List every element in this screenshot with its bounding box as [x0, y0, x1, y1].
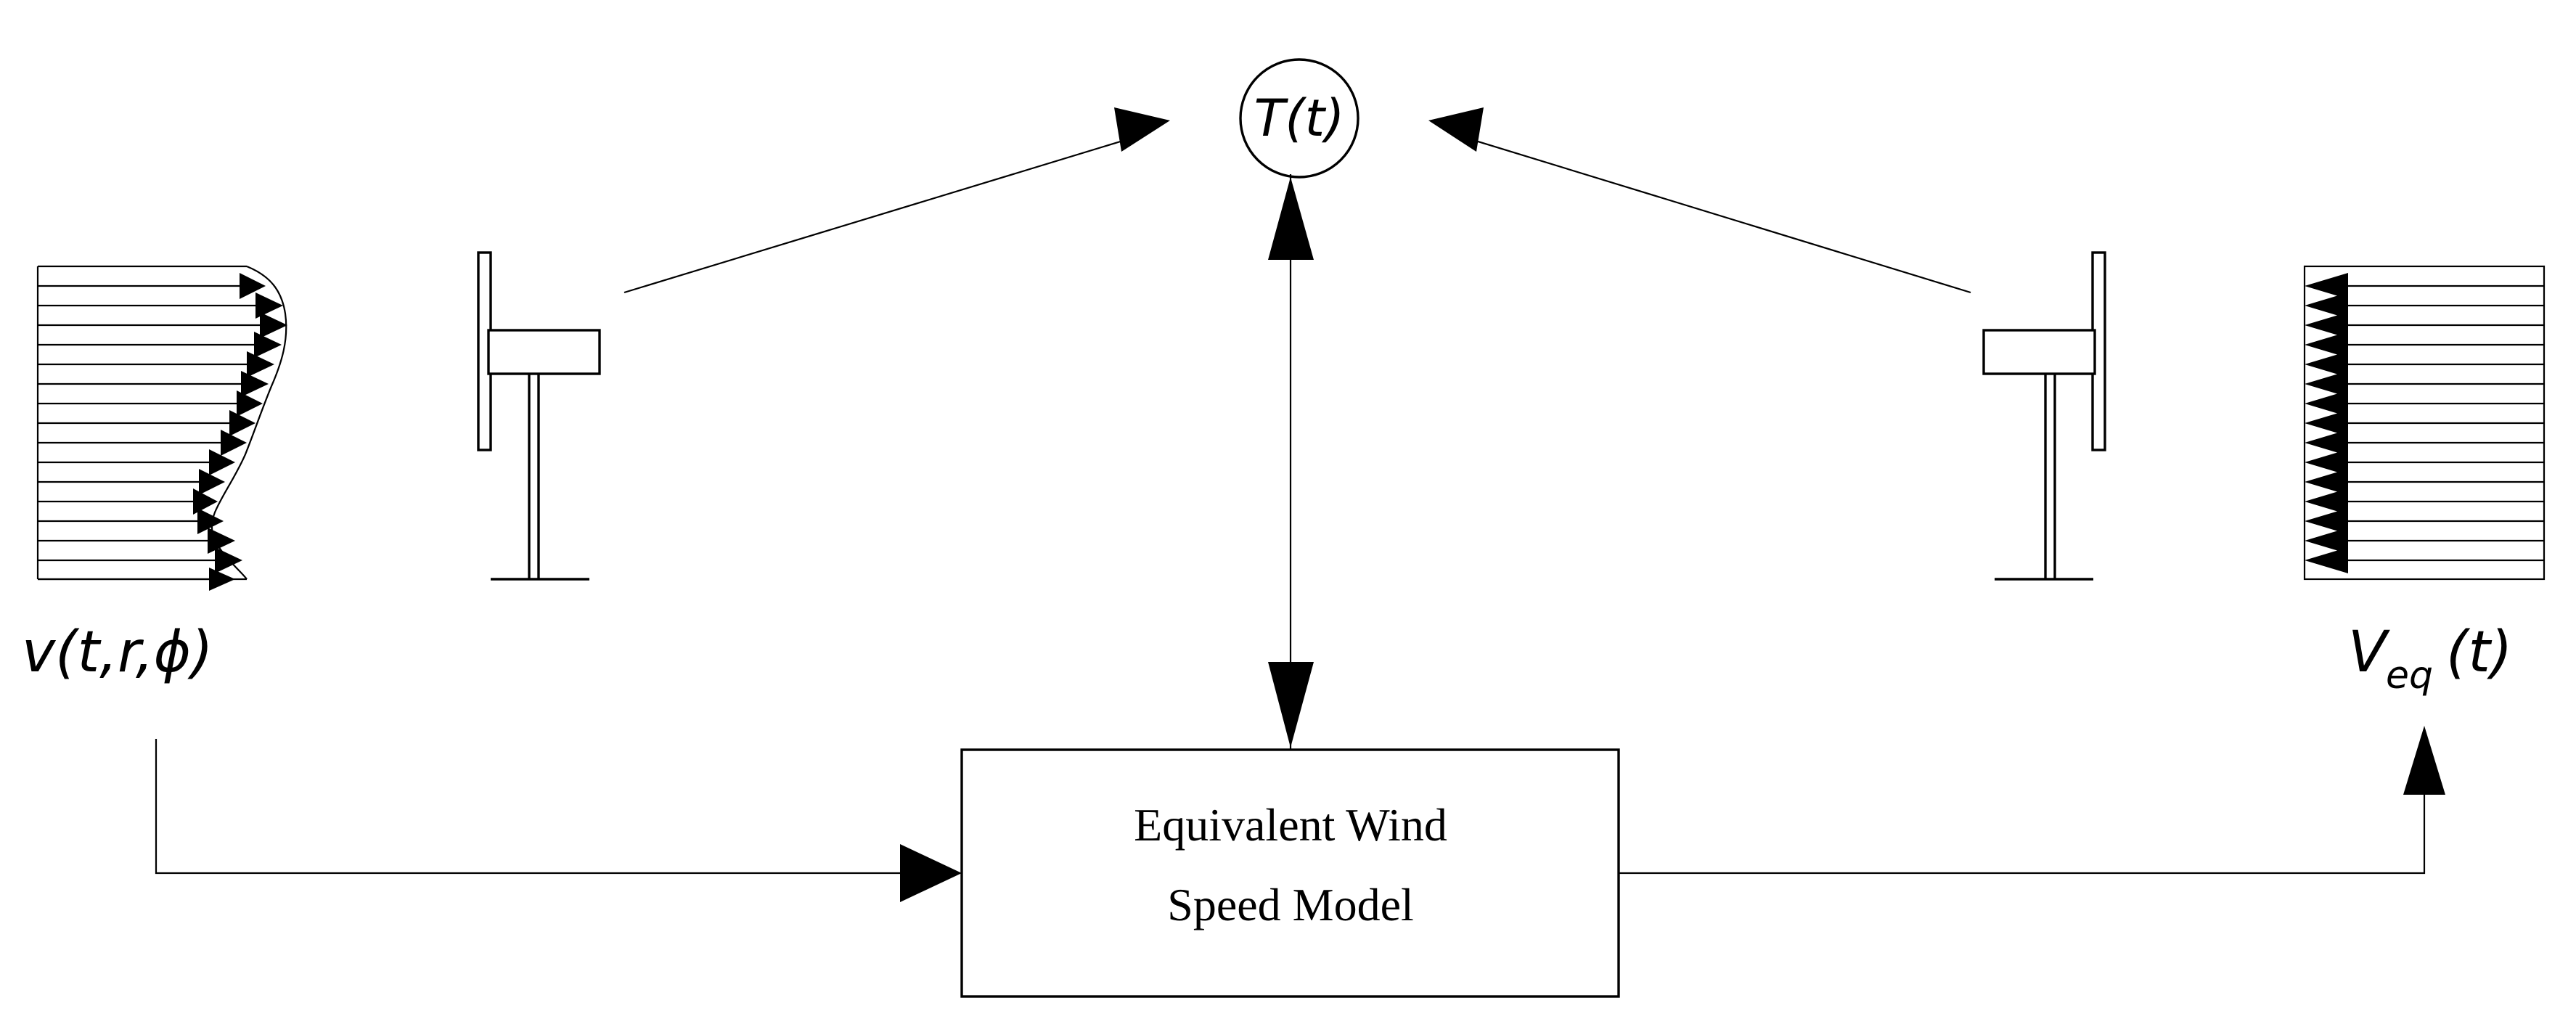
connector-line: [155, 739, 911, 875]
wind-arrow-head: [260, 312, 287, 338]
turbine-nacelle-icon: [1982, 329, 2096, 375]
connector-line: [1465, 136, 1971, 294]
wind-arrow-head: [2305, 488, 2348, 515]
torque-node[interactable]: T(t): [1239, 58, 1359, 179]
arrow-head-down: [1268, 662, 1314, 748]
wind-arrow-head: [2305, 332, 2348, 358]
wind-arrow-head: [241, 371, 269, 397]
left-profile-arrows: [38, 273, 287, 591]
wind-arrow-head: [221, 430, 247, 456]
arrow-head-up: [2403, 726, 2445, 795]
arrow-head: [1114, 107, 1170, 152]
wind-arrow-head: [197, 508, 224, 534]
right-profile-label-subscript: eq: [2386, 654, 2433, 697]
turbine-nacelle-icon: [487, 329, 601, 375]
wind-arrow-head: [240, 273, 266, 299]
right-profile-label-suffix: (t): [2446, 620, 2512, 685]
wind-arrow-head: [229, 410, 255, 436]
wind-arrow-head: [2305, 312, 2348, 338]
wind-arrow-head: [2305, 273, 2348, 299]
connector-line: [623, 136, 1133, 294]
right-wind-turbine: [1982, 251, 2106, 581]
wind-arrow-head: [247, 351, 274, 377]
wind-arrow-head: [2305, 508, 2348, 534]
wind-arrow-head: [2305, 449, 2348, 475]
wind-arrow-head: [2305, 430, 2348, 456]
wind-arrow-head: [254, 332, 282, 358]
torque-circle[interactable]: [1239, 58, 1359, 179]
arrow-head: [900, 844, 962, 902]
turbine-tower-icon: [2044, 374, 2056, 579]
right-turbine-to-torque-arrow: [1428, 107, 1971, 294]
left-wind-profile: [36, 265, 287, 591]
wind-arrow-head: [2305, 351, 2348, 377]
left-profile-label: v(t,r,ϕ): [22, 620, 213, 685]
wind-arrow-head: [2305, 410, 2348, 436]
wind-arrow-head: [209, 449, 235, 475]
wind-arrow-head: [208, 528, 235, 554]
right-profile-label: V eq (t): [2348, 620, 2512, 697]
wind-input-to-model-arrow: [155, 739, 962, 902]
wind-arrow-head: [199, 469, 225, 495]
torque-label: T(t): [1254, 89, 1345, 148]
wind-arrow-head: [209, 568, 235, 591]
wind-arrow-head: [2305, 390, 2348, 417]
right-profile-label-base: V: [2348, 620, 2390, 685]
torque-model-double-arrow: [1268, 174, 1314, 750]
wind-arrow-head: [2305, 528, 2348, 554]
wind-arrow-head: [237, 390, 263, 417]
model-box-label-line1: Equivalent Wind: [1134, 799, 1447, 851]
connector-line: [1619, 748, 2426, 875]
right-wind-profile: [2303, 265, 2546, 581]
left-turbine-to-torque-arrow: [623, 107, 1170, 294]
wind-arrow-head: [255, 292, 283, 319]
model-box-node[interactable]: Equivalent Wind Speed Model: [960, 748, 1620, 998]
model-box-label-line2: Speed Model: [1167, 879, 1414, 930]
arrow-head: [1428, 107, 1484, 152]
wind-arrow-head: [2305, 292, 2348, 319]
wind-arrow-head: [2305, 371, 2348, 397]
right-profile-arrows: [2305, 273, 2544, 573]
left-wind-turbine: [477, 251, 601, 581]
wind-arrow-head: [2305, 469, 2348, 495]
arrow-head-up: [1268, 177, 1314, 260]
wind-arrow-head: [193, 488, 218, 515]
turbine-tower-icon: [528, 374, 540, 579]
wind-arrow-head: [215, 547, 242, 573]
left-profile-envelope-curve: [210, 265, 287, 580]
model-to-equivalent-wind-arrow: [1619, 726, 2445, 875]
wind-arrow-head: [2305, 547, 2348, 573]
model-box[interactable]: [960, 748, 1620, 998]
